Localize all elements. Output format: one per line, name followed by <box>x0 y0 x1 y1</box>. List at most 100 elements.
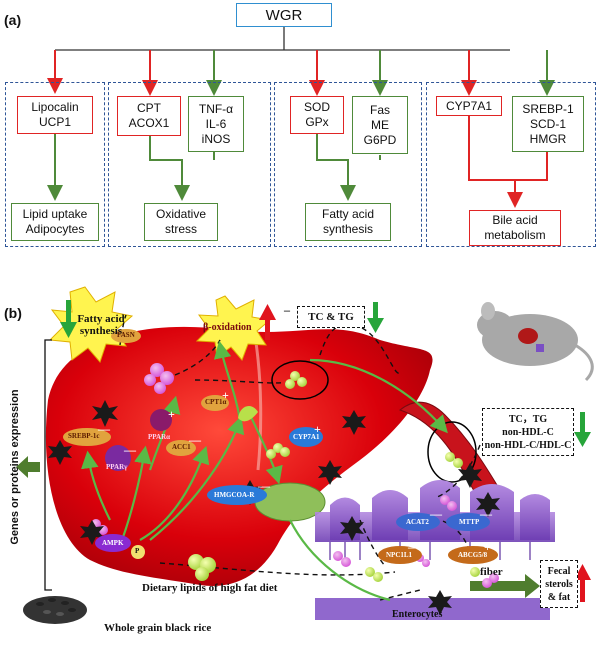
srebp-scd-hmgr-box: SREBP-1 SCD-1 HMGR <box>512 96 584 152</box>
fecal-line-3: & fat <box>547 591 571 603</box>
svg-text:+: + <box>222 388 229 402</box>
tc-tg-label: TC & TG <box>308 311 354 323</box>
mttp-label: MTTP <box>459 518 480 526</box>
group-3-frame <box>274 82 422 247</box>
synthesis-label: synthesis <box>322 222 374 236</box>
hmgr-label: HMGR <box>529 131 567 146</box>
oxidative-stress-box: Oxidative stress <box>144 203 218 241</box>
cpt1a-label: CPT1α <box>205 398 227 406</box>
sod-label: SOD <box>303 100 330 114</box>
genes-expression-arrow <box>16 456 40 478</box>
wgr-root-label: WGR <box>265 6 303 24</box>
oxidative-label: Oxidative <box>155 207 207 221</box>
acc1-label: ACC1 <box>172 443 191 451</box>
ucp1-label: UCP1 <box>38 115 71 129</box>
svg-text:—: — <box>407 540 421 554</box>
fatty-acid-synthesis-text: Fatty acid synthesis <box>66 313 136 337</box>
metabolism-label: metabolism <box>484 228 546 242</box>
tnf-label: TNF-α <box>198 101 234 116</box>
scd1-label: SCD-1 <box>529 116 566 131</box>
gpx-label: GPx <box>305 115 329 129</box>
black-rice-pile <box>23 596 87 624</box>
fiber-label: fiber <box>480 566 503 578</box>
inos-label: iNOS <box>201 131 231 146</box>
sod-gpx-box: SOD GPx <box>290 96 344 134</box>
acox1-label: ACOX1 <box>128 116 170 130</box>
panel-b-label: (b) <box>4 305 22 321</box>
genes-expression-label: Genes or proteins expression <box>9 389 21 545</box>
fas-line-2: synthesis <box>79 325 123 337</box>
svg-text:—: — <box>479 507 493 521</box>
adipocytes-label: Adipocytes <box>25 222 85 236</box>
fatty-acid-burst <box>48 286 134 363</box>
liver-shape <box>45 326 433 586</box>
fiber-arrow-head <box>525 574 540 598</box>
fiber-arrow-body <box>470 581 525 591</box>
cpt-acox1-box: CPT ACOX1 <box>117 96 181 136</box>
svg-text:—: — <box>134 319 148 333</box>
svg-text:—: — <box>188 433 202 447</box>
tc-tg-box: TC & TG <box>297 306 365 328</box>
mouse-silhouette <box>477 302 594 382</box>
fatty-acid-label: Fatty acid <box>321 207 375 221</box>
ppar-g-label: PPARγ <box>106 463 128 471</box>
svg-text:+: + <box>314 422 321 436</box>
serum-non-hdl: non-HDL-C <box>502 426 554 438</box>
npc1l1-label: NPC1L1 <box>386 551 413 559</box>
bile-acid-label: Bile acid <box>492 213 538 227</box>
serum-ratio: non-HDL-C/HDL-C <box>484 439 572 451</box>
whole-grain-label: Whole grain black rice <box>104 622 212 634</box>
tnf-il6-inos-box: TNF-α IL-6 iNOS <box>188 96 244 152</box>
down-arrow-tc-tg <box>367 302 384 333</box>
beta-oxidation-text: β-oxidation <box>203 322 252 333</box>
fas-line-1: Fatty acid <box>77 313 125 325</box>
svg-text:—: — <box>257 479 271 493</box>
lipocalin-label: Lipocalin <box>31 100 79 114</box>
group-4-frame <box>426 82 596 247</box>
lipid-uptake-label: Lipid uptake <box>22 207 88 221</box>
me-label: ME <box>371 117 389 132</box>
fecal-line-1: Fecal <box>547 565 571 577</box>
svg-text:+: + <box>484 540 491 554</box>
abcg-label: ABCG5/8 <box>458 551 488 559</box>
serum-tc-tg: TC，TG <box>508 413 548 425</box>
panel-a-connectors <box>47 27 555 208</box>
genes-bracket <box>44 339 52 591</box>
cpt-label: CPT <box>137 101 161 115</box>
dietary-lipids-label: Dietary lipids of high fat diet <box>142 582 278 594</box>
srebp-label: SREBP-1c <box>68 432 100 440</box>
serum-lipid-box: TC，TG non-HDL-C non-HDL-C/HDL-C <box>482 408 574 456</box>
up-arrow-fecal <box>574 564 591 602</box>
svg-text:—: — <box>429 507 443 521</box>
fecal-box: Fecal sterols & fat <box>540 560 578 608</box>
cyp7a1-box: CYP7A1 <box>436 96 502 116</box>
acat2-label: ACAT2 <box>406 518 429 526</box>
cyp7a1-label: CYP7A1 <box>293 433 320 441</box>
fasn-label: FASN <box>117 331 135 339</box>
fecal-line-2: sterols <box>545 578 573 590</box>
wgr-root-box: WGR <box>236 3 332 27</box>
ppar-a-label: PPARα <box>148 433 171 441</box>
ampk-label: AMPK <box>102 539 124 547</box>
panel-a-label: (a) <box>4 12 22 28</box>
gene-pills <box>63 329 498 564</box>
hmgcoa-label: HMGCOA-R <box>214 491 255 499</box>
bile-acid-box: Bile acid metabolism <box>469 210 561 246</box>
beta-oxidation-burst <box>195 295 272 361</box>
lipocalin-ucp1-box: Lipocalin UCP1 <box>17 96 93 134</box>
group-1-frame <box>5 82 105 247</box>
fas-me-g6pd-box: Fas ME G6PD <box>352 96 408 154</box>
group-2-frame <box>108 82 271 247</box>
fatty-acid-synthesis-box: Fatty acid synthesis <box>305 203 391 241</box>
cyp7a1-top-label: CYP7A1 <box>445 98 493 113</box>
svg-text:—: — <box>123 443 137 457</box>
srebp1-label: SREBP-1 <box>522 101 574 116</box>
down-arrow-serum <box>574 412 591 447</box>
svg-text:–: – <box>283 303 291 317</box>
lipid-uptake-box: Lipid uptake Adipocytes <box>11 203 99 241</box>
g6pd-label: G6PD <box>363 132 397 147</box>
enterocytes-label: Enterocytes <box>392 609 443 620</box>
svg-text:—: — <box>97 422 111 436</box>
p-label: P <box>135 547 140 555</box>
